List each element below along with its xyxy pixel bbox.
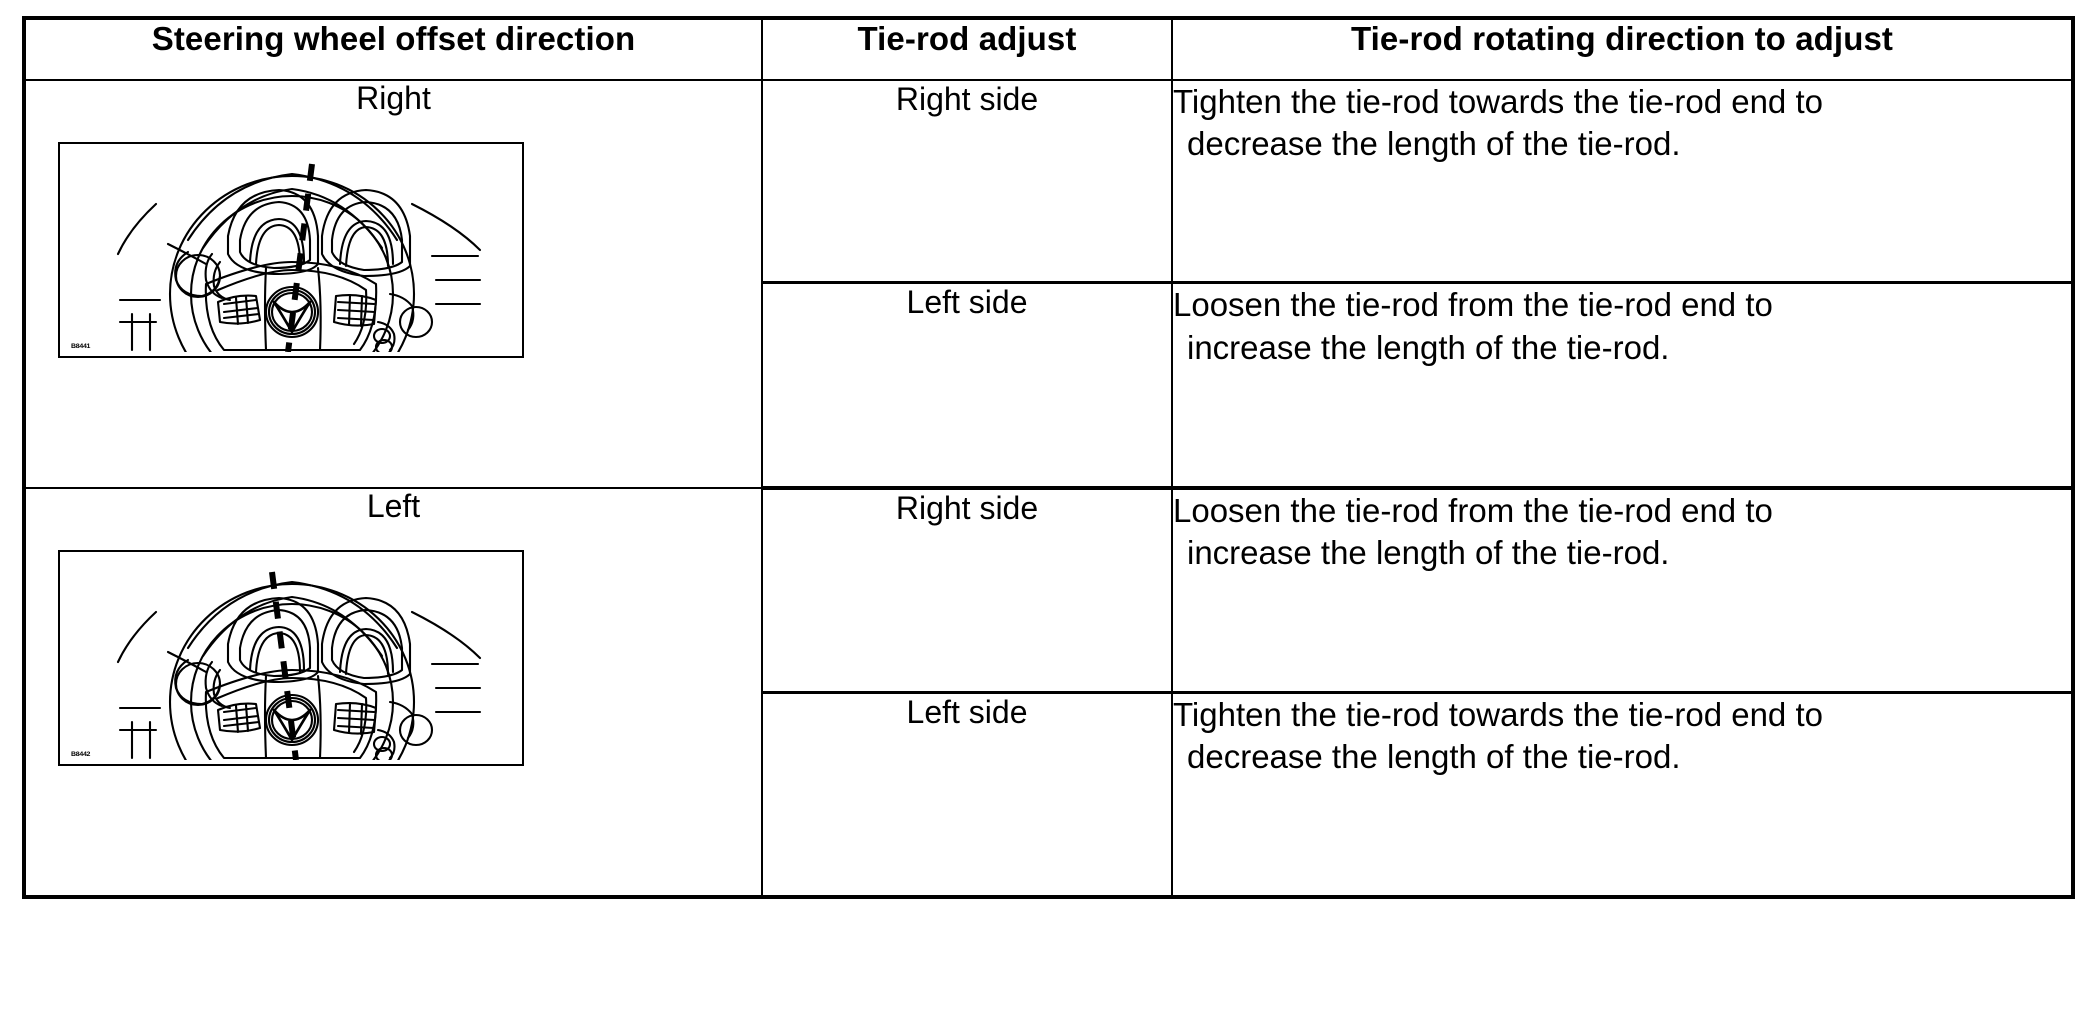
instruction-line-1: Loosen the tie-rod from the tie-rod end … [1173,492,1773,529]
offset-direction-cell-left: Left [23,487,763,897]
offset-direction-label: Left [366,488,421,524]
offset-direction-label: Right [356,80,431,116]
steering-wheel-offset-right-illustration: B8441 [58,142,524,359]
column-header-tie-rod-adjust: Tie-rod adjust [761,17,1173,81]
table-row: Left side Loosen the tie-rod from the ti… [24,281,2074,491]
column-header-tie-rod-rotating-direction: Tie-rod rotating direction to adjust [1171,17,2074,81]
tie-rod-adjust-cell: Left side [761,281,1173,491]
steering-wheel-offset-left-illustration: B8442 [58,550,524,767]
tie-rod-adjust-cell: Right side [761,79,1173,285]
instruction-line-2: decrease the length of the tie-rod. [1187,125,1681,163]
table-row: Left [23,487,2074,897]
table-row: Left side Tighten the tie-rod towards th… [24,691,2074,897]
table-row: Right [23,79,2074,489]
steering-wheel-adjustment-table: Steering wheel offset direction Tie-rod … [22,16,2075,899]
instruction-line-1: Loosen the tie-rod from the tie-rod end … [1173,286,1773,324]
instruction-line-2: increase the length of the tie-rod. [1187,534,1670,572]
steering-wheel-drawing-right [116,163,482,353]
tie-rod-adjust-cell: Left side [761,691,1173,897]
mazda-emblem [264,286,320,339]
tie-rod-rotating-direction-cell: Tighten the tie-rod towards the tie-rod … [1171,79,2074,285]
table-header-row: Steering wheel offset direction Tie-rod … [23,17,2074,81]
offset-direction-cell-right: Right [23,79,763,489]
tie-rod-rotating-direction-cell: Loosen the tie-rod from the tie-rod end … [1171,281,2074,491]
steering-wheel-drawing-left [116,571,482,761]
instruction-line-1: Tighten the tie-rod towards the tie-rod … [1173,696,1823,733]
offset-centerline-dashed-left [269,571,299,761]
instruction-line-2: increase the length of the tie-rod. [1187,328,1670,366]
offset-centerline-dashed-right [285,163,315,353]
column-header-steering-wheel-offset-direction: Steering wheel offset direction [23,17,763,81]
tie-rod-rotating-direction-cell: Tighten the tie-rod towards the tie-rod … [1171,691,2074,897]
tie-rod-adjust-cell: Right side [761,487,1173,694]
figure-reference-code: B8441 [71,343,91,350]
instruction-line-1: Tighten the tie-rod towards the tie-rod … [1173,83,1823,120]
tie-rod-rotating-direction-cell: Loosen the tie-rod from the tie-rod end … [1171,487,2074,694]
mazda-emblem [264,694,320,747]
instruction-line-2: decrease the length of the tie-rod. [1187,738,1681,776]
figure-reference-code: B8442 [71,751,91,758]
